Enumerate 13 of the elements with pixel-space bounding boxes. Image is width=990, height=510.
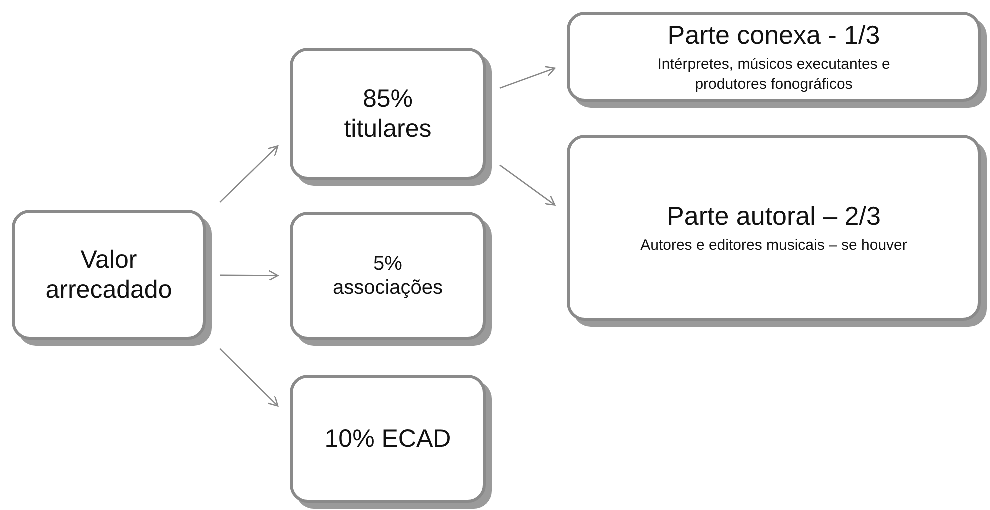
box-title: Parte autoral – 2/3	[667, 200, 881, 232]
box-description: Intérpretes, músicos executantes e produtores fonográficos	[656, 55, 892, 94]
box-title: 85% titulares	[343, 84, 433, 144]
arrow	[220, 348, 279, 407]
box-title: 10% ECAD	[324, 424, 452, 454]
box-title: Parte conexa - 1/3	[668, 20, 880, 52]
arrow	[500, 164, 556, 206]
arrow	[220, 270, 279, 282]
arrow	[220, 146, 279, 204]
box-title: Valor arrecadado	[44, 245, 174, 305]
arrow	[500, 66, 556, 89]
box-title: 5% associações	[332, 252, 444, 300]
box-description: Autores e editores musicais – se houver	[640, 236, 908, 256]
